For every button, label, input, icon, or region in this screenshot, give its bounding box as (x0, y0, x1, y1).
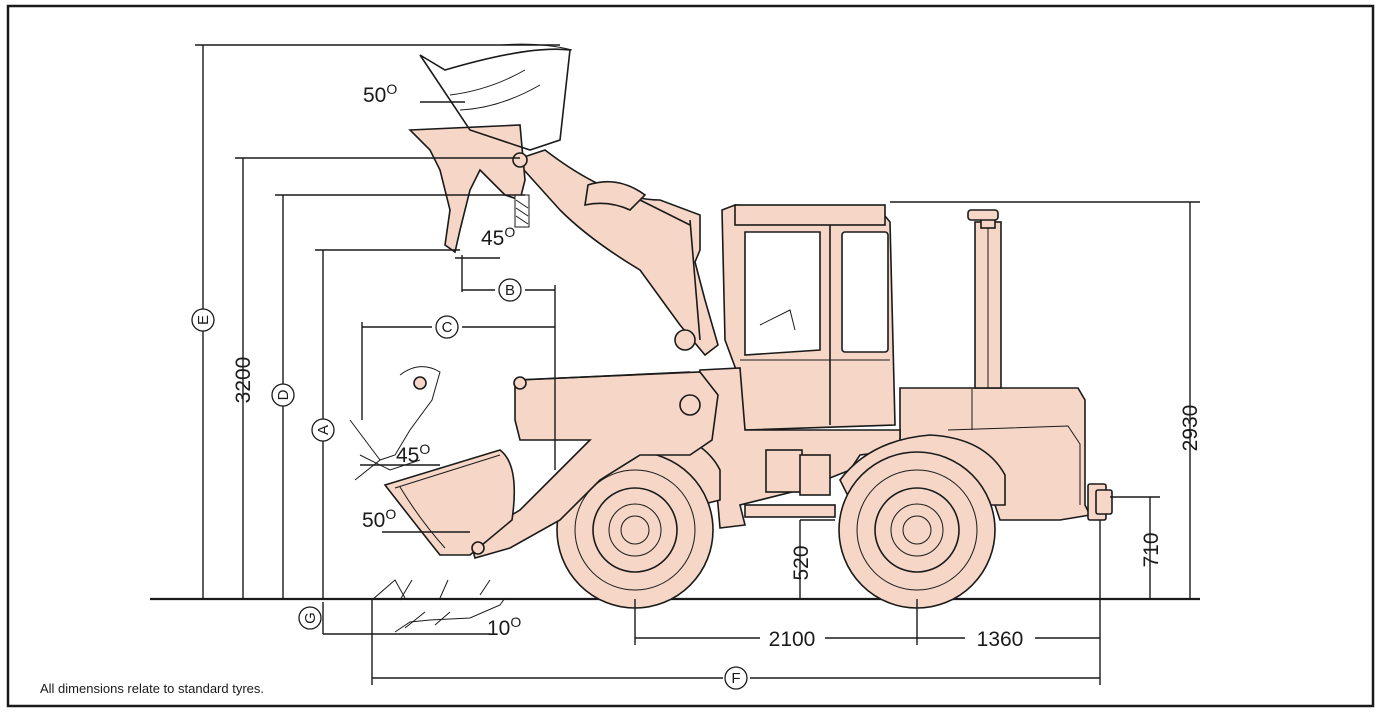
angle-top-bucket: 50O (363, 81, 397, 107)
svg-text:B: B (505, 282, 515, 299)
label-E: E (191, 308, 215, 332)
label-D: D (271, 383, 295, 407)
angle-raised-dump: 45O (481, 224, 515, 250)
angle-mid-dump: 45O (396, 441, 430, 467)
label-G: G (298, 606, 322, 630)
angle-labels: 50O 45O 45O 50O 10O (362, 81, 521, 640)
dim-coupling-height: 710 (1140, 532, 1163, 567)
bucket-raised-dump (408, 124, 526, 254)
exhaust-stack (967, 209, 1002, 389)
svg-text:E: E (195, 315, 212, 325)
footnote: All dimensions relate to standard tyres. (40, 681, 264, 696)
dim-ground-clearance: 520 (790, 545, 813, 580)
lift-arm-lowered (469, 371, 719, 559)
wheel-loader-drawing (349, 43, 1113, 633)
dim-rear-overhang: 1360 (977, 628, 1024, 651)
front-wheel (556, 451, 714, 609)
letter-labels: E D A B C G F (191, 278, 748, 690)
rear-hitch (1087, 483, 1113, 521)
lift-arm-raised (513, 149, 719, 357)
bucket-carry (383, 449, 516, 556)
rear-wheel (838, 451, 996, 609)
svg-text:D: D (275, 389, 292, 400)
svg-text:A: A (315, 425, 332, 435)
angle-dig: 10O (487, 614, 521, 640)
label-B: B (498, 278, 522, 302)
svg-text:C: C (442, 319, 453, 336)
dim-wheelbase: 2100 (769, 628, 816, 651)
dim-3200: 3200 (232, 357, 255, 404)
bucket-mid-dump (349, 366, 441, 481)
label-A: A (311, 418, 335, 442)
angle-carry: 50O (362, 506, 396, 532)
label-F: F (724, 666, 748, 690)
label-C: C (435, 315, 459, 339)
dim-2930: 2930 (1179, 405, 1202, 452)
svg-text:G: G (302, 612, 319, 624)
cab (721, 204, 896, 431)
svg-text:F: F (731, 670, 740, 687)
bucket-dig (371, 579, 506, 633)
dimension-labels: 3200 2930 2100 1360 520 710 (232, 357, 1202, 651)
frame-border (6, 4, 1375, 708)
